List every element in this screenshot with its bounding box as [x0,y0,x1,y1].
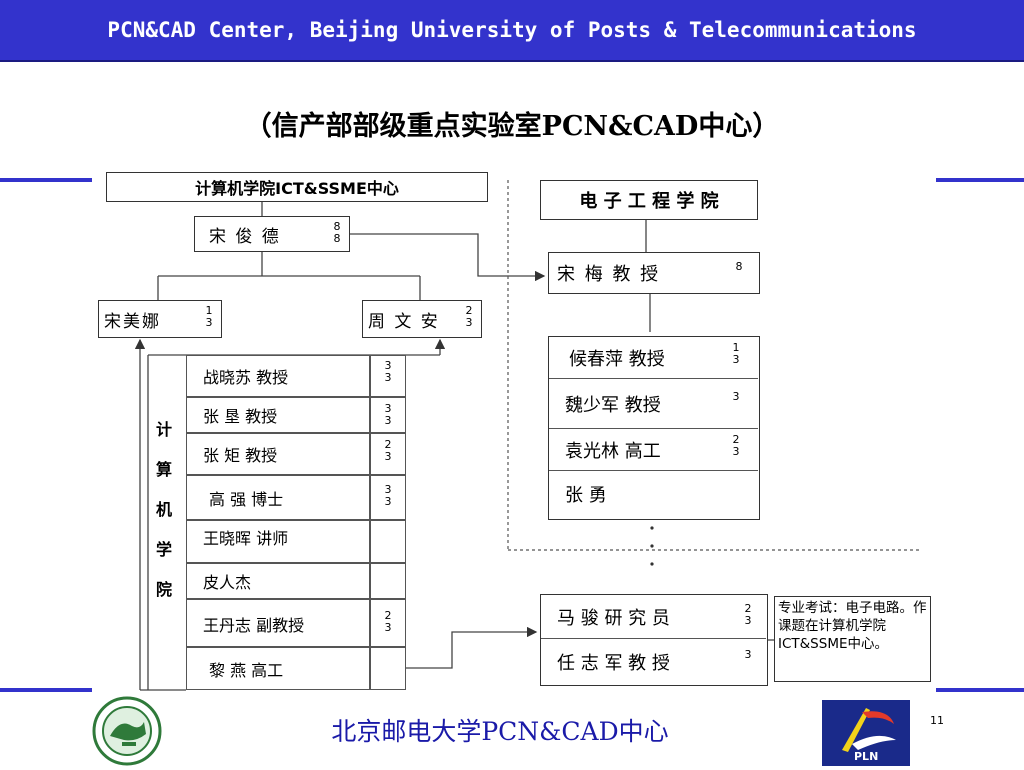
member-name: 候春萍 教授 [569,348,665,370]
pln-logo: PLN [822,700,910,766]
ee-school-title: 电 子 工 程 学 院 [579,191,719,212]
member-name-cell: 黎 燕 高工 [186,647,370,690]
member-name-cell: 高 强 博士 [186,475,370,520]
member-name-cell: 张 垦 教授 [186,397,370,433]
member-name-cell: 王晓晖 讲师 [186,520,370,563]
member-name: 袁光林 高工 [565,440,661,462]
top-rule-left [0,178,92,182]
member-name: 任 志 军 教 授 [557,652,670,674]
member-name-cell: 魏少军 教授 3 [549,379,758,429]
member-name-cell: 战晓苏 教授 [186,355,370,397]
member-name-cell: 任 志 军 教 授 3 [541,639,766,684]
vertical-char: 计 [155,420,172,439]
head-count-right: 8 [735,260,743,273]
head-name-left: 宋 俊 德 [209,226,281,247]
member-name-cell: 王丹志 副教授 [186,599,370,647]
school-vertical-label: 计 算 机 学 院 [152,410,176,610]
member-count-cell [370,520,406,563]
member-name: 皮人杰 [203,573,252,592]
page-number: 11 [930,714,944,727]
ict-center-title: 计算机学院ICT&SSME中心 [195,179,399,198]
slide-header: PCN&CAD Center, Beijing University of Po… [0,0,1024,62]
member-name: 战晓苏 教授 [203,368,289,387]
ee-school-box: 电 子 工 程 学 院 [540,180,758,220]
footer-title: 北京邮电大学PCN&CAD中心 [331,717,669,746]
ict-center-box: 计算机学院ICT&SSME中心 [106,172,488,202]
member-count: 3 [732,390,740,403]
deputy-name-left: 宋美娜 [104,311,161,332]
vertical-char: 算 [155,460,172,479]
slide-subtitle: （信产部部级重点实验室PCN&CAD中心） [244,111,780,142]
member-name-cell: 皮人杰 [186,563,370,599]
member-name: 黎 燕 高工 [209,660,284,680]
member-count-cell [370,563,406,599]
member-name: 张 矩 教授 [203,446,278,465]
vertical-char: 院 [155,580,172,599]
member-name-cell: 张 勇 [549,471,758,519]
header-title: PCN&CAD Center, Beijing University of Po… [107,18,917,42]
head-box-right: 宋 梅 教 授 8 [548,252,760,294]
member-name: 魏少军 教授 [565,394,661,416]
member-name: 王丹志 副教授 [203,616,305,635]
member-count: 3 [744,648,752,661]
exam-note: 专业考试：电子电路。作课题在计算机学院ICT&SSME中心。 [774,596,931,682]
member-name: 王晓晖 讲师 [203,529,289,548]
deputy-name-right: 周 文 安 [368,311,440,332]
member-name-cell: 张 矩 教授 [186,433,370,475]
member-name: 张 垦 教授 [203,407,278,426]
bottom-rule-right [936,688,1024,692]
bottom-rule-left [0,688,92,692]
vertical-char: 学 [155,540,172,559]
svg-text:PLN: PLN [854,750,878,763]
member-count-cell [370,647,406,690]
top-rule-right [936,178,1024,182]
university-seal-logo [92,696,162,766]
vertical-char: 机 [155,500,172,519]
member-name: 高 强 博士 [209,489,284,509]
head-name-right: 宋 梅 教 授 [557,264,661,285]
member-name: 张 勇 [565,485,607,506]
member-name: 马 骏 研 究 员 [557,607,670,629]
